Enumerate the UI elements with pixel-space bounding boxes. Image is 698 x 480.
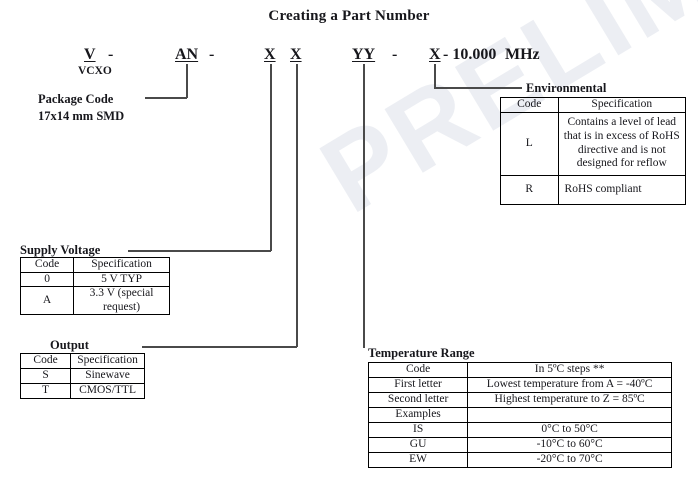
- cell-code: T: [19, 382, 72, 399]
- cell-specification: -20°C to 70°C: [467, 451, 672, 468]
- output-title: Output: [50, 338, 89, 352]
- pn-segment-x2: X: [290, 46, 302, 63]
- cell-code: First letter: [367, 376, 469, 393]
- cell-specification: -10°C to 60°C: [467, 436, 672, 453]
- temperature-range-title: Temperature Range: [368, 346, 475, 360]
- cell-specification: Sinewave: [70, 367, 145, 384]
- table-header-row: Code Specification: [19, 257, 170, 273]
- cell-specification: 3.3 V (special request): [73, 286, 170, 316]
- column-header-steps: In 5ºC steps **: [467, 362, 672, 378]
- cell-code: L: [500, 111, 559, 176]
- table-row: T CMOS/TTL: [19, 382, 145, 399]
- table-header-row: Code In 5ºC steps **: [367, 362, 672, 378]
- cell-specification: RoHS compliant: [557, 174, 687, 205]
- leader-supply-voltage-vertical: [270, 64, 272, 251]
- table-row: 0 5 V TYP: [19, 271, 170, 288]
- leader-package-code-horizontal: [145, 97, 187, 99]
- package-code-value: 17x14 mm SMD: [38, 109, 125, 123]
- cell-code: Second letter: [367, 391, 469, 408]
- column-header-code: Code: [367, 362, 469, 378]
- table-row: Second letter Highest temperature to Z =…: [367, 391, 672, 408]
- cell-code: Examples: [367, 406, 469, 423]
- supply-voltage-title: Supply Voltage: [20, 243, 101, 257]
- column-header-specification: Specification: [70, 353, 145, 369]
- cell-specification: Highest temperature to Z = 85ºC: [467, 391, 672, 408]
- pn-segment-an: AN: [175, 46, 199, 63]
- environmental-title: Environmental: [526, 81, 607, 95]
- pn-segment-x1: X: [264, 46, 276, 63]
- table-row: L Contains a level of lead that is in ex…: [500, 111, 687, 176]
- leader-package-code-vertical: [186, 64, 188, 98]
- supply-voltage-table: Code Specification 0 5 V TYP A 3.3 V (sp…: [19, 257, 170, 316]
- cell-code: R: [500, 174, 559, 205]
- cell-code: S: [19, 367, 72, 384]
- output-table: Code Specification S Sinewave T CMOS/TTL: [19, 353, 145, 399]
- leader-environmental-horizontal: [434, 87, 522, 89]
- column-header-code: Code: [19, 353, 72, 369]
- pn-segment-v: V: [84, 46, 96, 63]
- cell-code: IS: [367, 421, 469, 438]
- leader-supply-voltage-horizontal: [128, 250, 271, 252]
- cell-code: 0: [19, 271, 75, 288]
- pn-frequency: - 10.000: [443, 46, 497, 63]
- pn-dash-3: -: [392, 46, 398, 63]
- table-row: EW -20°C to 70°C: [367, 451, 672, 468]
- cell-specification: 5 V TYP: [73, 271, 170, 288]
- cell-specification: Lowest temperature from A = -40ºC: [467, 376, 672, 393]
- leader-temperature-range-vertical: [363, 64, 365, 348]
- cell-specification: Contains a level of lead that is in exce…: [557, 111, 687, 176]
- table-row: GU -10°C to 60°C: [367, 436, 672, 453]
- environmental-table: Code Specification L Contains a level of…: [500, 97, 687, 205]
- table-row: First letter Lowest temperature from A =…: [367, 376, 672, 393]
- pn-dash-2: -: [209, 46, 215, 63]
- package-code-title: Package Code: [38, 92, 114, 106]
- leader-output-horizontal: [142, 346, 297, 348]
- cell-specification: CMOS/TTL: [70, 382, 145, 399]
- column-header-specification: Specification: [73, 257, 170, 273]
- pn-unit: MHz: [505, 46, 540, 63]
- cell-code: EW: [367, 451, 469, 468]
- column-header-code: Code: [500, 97, 559, 113]
- column-header-code: Code: [19, 257, 75, 273]
- table-row: Examples: [367, 406, 672, 423]
- pn-segment-yy: YY: [352, 46, 376, 63]
- cell-code: GU: [367, 436, 469, 453]
- table-row: IS 0°C to 50°C: [367, 421, 672, 438]
- table-header-row: Code Specification: [19, 353, 145, 369]
- table-row: R RoHS compliant: [500, 174, 687, 205]
- cell-specification: 0°C to 50°C: [467, 421, 672, 438]
- table-row: S Sinewave: [19, 367, 145, 384]
- leader-output-vertical: [296, 64, 298, 347]
- cell-code: A: [19, 286, 75, 316]
- temperature-range-table: Code In 5ºC steps ** First letter Lowest…: [367, 362, 672, 468]
- page-title: Creating a Part Number: [268, 8, 430, 24]
- leader-environmental-vertical: [434, 64, 436, 88]
- pn-segment-x3: X: [429, 46, 441, 63]
- pn-dash-1: -: [108, 46, 114, 63]
- pn-sub-vcxo: VCXO: [78, 65, 112, 77]
- table-header-row: Code Specification: [500, 97, 687, 113]
- column-header-specification: Specification: [557, 97, 687, 113]
- cell-specification: [467, 406, 672, 423]
- table-row: A 3.3 V (special request): [19, 286, 170, 316]
